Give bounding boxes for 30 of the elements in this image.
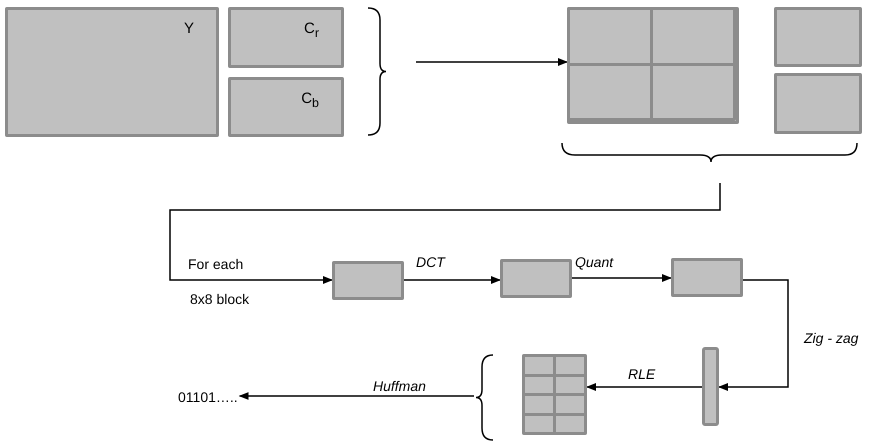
step-note: 8x8 block [190,291,250,307]
arrow [416,58,568,66]
edge-label: Quant [574,254,614,270]
channel-label: C$_{b}$ [301,90,319,110]
channel-box [228,7,344,68]
arrow [169,183,721,284]
edge-label: Zig - zag [803,330,860,346]
edge-label: RLE [627,366,656,382]
arrow [718,279,789,391]
block-box [671,258,743,297]
bitstream-text: 01101….. [178,389,238,405]
block-box [332,261,404,300]
block-box [650,63,736,121]
channel-label: Y [184,20,194,37]
block-box [567,7,739,124]
arrow [404,276,501,284]
vector-bar [702,347,719,426]
block-box [774,7,862,67]
channel-box [5,7,219,137]
arrow [238,392,474,400]
block-box [500,259,572,298]
channel-box [228,77,344,137]
edge-label: DCT [415,254,446,270]
step-note: For each [188,256,244,272]
channel-label: C$_{r}$ [304,20,319,40]
block-box [522,354,587,435]
arrow [586,383,702,391]
arrow [572,274,672,282]
edge-label: Huffman [372,378,427,394]
block-box [774,73,862,134]
